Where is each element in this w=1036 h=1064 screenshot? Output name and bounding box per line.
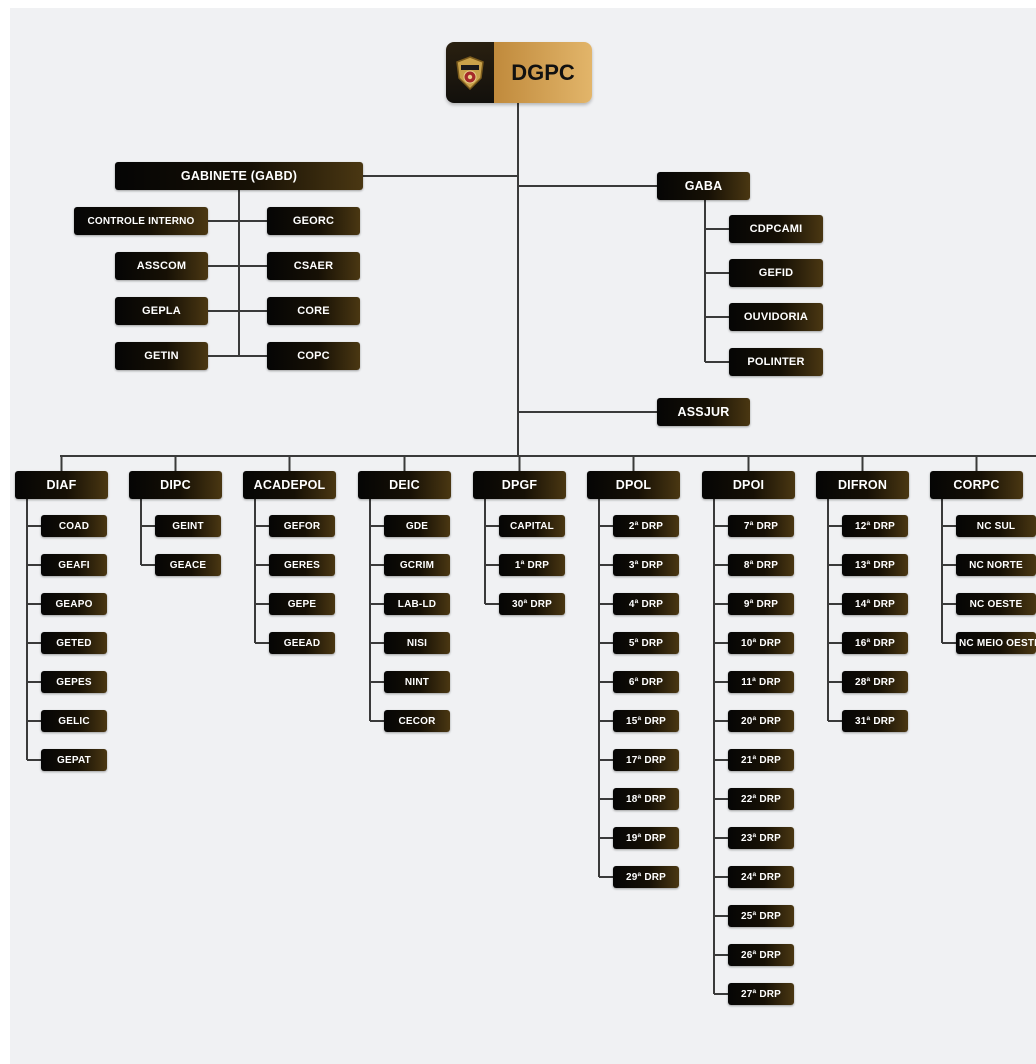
root-node-dgpc[interactable]: DGPC bbox=[446, 42, 592, 103]
police-badge-icon bbox=[446, 42, 494, 103]
subunit-cecor[interactable]: CECOR bbox=[384, 710, 450, 732]
division-diaf[interactable]: DIAF bbox=[15, 471, 108, 499]
subunit-geint[interactable]: GEINT bbox=[155, 515, 221, 537]
subunit-gcrim[interactable]: GCRIM bbox=[384, 554, 450, 576]
subunit-19-drp[interactable]: 19ª DRP bbox=[613, 827, 679, 849]
subunit-8-drp[interactable]: 8ª DRP bbox=[728, 554, 794, 576]
subunit-geted[interactable]: GETED bbox=[41, 632, 107, 654]
subunit-coad[interactable]: COAD bbox=[41, 515, 107, 537]
subunit-gde[interactable]: GDE bbox=[384, 515, 450, 537]
subunit-23-drp[interactable]: 23ª DRP bbox=[728, 827, 794, 849]
node-core[interactable]: CORE bbox=[267, 297, 360, 325]
subunit-gepat[interactable]: GEPAT bbox=[41, 749, 107, 771]
division-dpol[interactable]: DPOL bbox=[587, 471, 680, 499]
node-gepla[interactable]: GEPLA bbox=[115, 297, 208, 325]
subunit-15-drp[interactable]: 15ª DRP bbox=[613, 710, 679, 732]
node-asscom[interactable]: ASSCOM bbox=[115, 252, 208, 280]
division-dpgf[interactable]: DPGF bbox=[473, 471, 566, 499]
subunit-20-drp[interactable]: 20ª DRP bbox=[728, 710, 794, 732]
node-csaer[interactable]: CSAER bbox=[267, 252, 360, 280]
subunit-gefor[interactable]: GEFOR bbox=[269, 515, 335, 537]
subunit-21-drp[interactable]: 21ª DRP bbox=[728, 749, 794, 771]
subunit-17-drp[interactable]: 17ª DRP bbox=[613, 749, 679, 771]
node-ouvidoria[interactable]: OUVIDORIA bbox=[729, 303, 823, 331]
node-polinter[interactable]: POLINTER bbox=[729, 348, 823, 376]
subunit-4-drp[interactable]: 4ª DRP bbox=[613, 593, 679, 615]
subunit-28-drp[interactable]: 28ª DRP bbox=[842, 671, 908, 693]
node-assjur[interactable]: ASSJUR bbox=[657, 398, 750, 426]
subunit-13-drp[interactable]: 13ª DRP bbox=[842, 554, 908, 576]
subunit-nc-meio-oeste[interactable]: NC MEIO OESTE bbox=[956, 632, 1036, 654]
node-gefid[interactable]: GEFID bbox=[729, 259, 823, 287]
subunit-3-drp[interactable]: 3ª DRP bbox=[613, 554, 679, 576]
subunit-7-drp[interactable]: 7ª DRP bbox=[728, 515, 794, 537]
division-corpc[interactable]: CORPC bbox=[930, 471, 1023, 499]
subunit-geafi[interactable]: GEAFI bbox=[41, 554, 107, 576]
subunit-6-drp[interactable]: 6ª DRP bbox=[613, 671, 679, 693]
subunit-10-drp[interactable]: 10ª DRP bbox=[728, 632, 794, 654]
node-cdpcami[interactable]: CDPCAMI bbox=[729, 215, 823, 243]
node-gabinete-gabd[interactable]: GABINETE (GABD) bbox=[115, 162, 363, 190]
division-acadepol[interactable]: ACADEPOL bbox=[243, 471, 336, 499]
subunit-22-drp[interactable]: 22ª DRP bbox=[728, 788, 794, 810]
subunit-nc-oeste[interactable]: NC OESTE bbox=[956, 593, 1036, 615]
subunit-9-drp[interactable]: 9ª DRP bbox=[728, 593, 794, 615]
subunit-geres[interactable]: GERES bbox=[269, 554, 335, 576]
subunit-26-drp[interactable]: 26ª DRP bbox=[728, 944, 794, 966]
subunit-24-drp[interactable]: 24ª DRP bbox=[728, 866, 794, 888]
subunit-29-drp[interactable]: 29ª DRP bbox=[613, 866, 679, 888]
subunit-11-drp[interactable]: 11ª DRP bbox=[728, 671, 794, 693]
subunit-lab-ld[interactable]: LAB-LD bbox=[384, 593, 450, 615]
subunit-capital[interactable]: CAPITAL bbox=[499, 515, 565, 537]
connector-lines bbox=[26, 103, 1036, 995]
node-getin[interactable]: GETIN bbox=[115, 342, 208, 370]
subunit-geead[interactable]: GEEAD bbox=[269, 632, 335, 654]
node-gaba[interactable]: GABA bbox=[657, 172, 750, 200]
subunit-gepe[interactable]: GEPE bbox=[269, 593, 335, 615]
subunit-16-drp[interactable]: 16ª DRP bbox=[842, 632, 908, 654]
node-copc[interactable]: COPC bbox=[267, 342, 360, 370]
subunit-14-drp[interactable]: 14ª DRP bbox=[842, 593, 908, 615]
division-deic[interactable]: DEIC bbox=[358, 471, 451, 499]
division-dipc[interactable]: DIPC bbox=[129, 471, 222, 499]
subunit-2-drp[interactable]: 2ª DRP bbox=[613, 515, 679, 537]
subunit-gelic[interactable]: GELIC bbox=[41, 710, 107, 732]
node-georc[interactable]: GEORC bbox=[267, 207, 360, 235]
subunit-nisi[interactable]: NISI bbox=[384, 632, 450, 654]
subunit-nint[interactable]: NINT bbox=[384, 671, 450, 693]
subunit-18-drp[interactable]: 18ª DRP bbox=[613, 788, 679, 810]
subunit-30-drp[interactable]: 30ª DRP bbox=[499, 593, 565, 615]
subunit-1-drp[interactable]: 1ª DRP bbox=[499, 554, 565, 576]
subunit-geapo[interactable]: GEAPO bbox=[41, 593, 107, 615]
subunit-31-drp[interactable]: 31ª DRP bbox=[842, 710, 908, 732]
subunit-nc-sul[interactable]: NC SUL bbox=[956, 515, 1036, 537]
subunit-gepes[interactable]: GEPES bbox=[41, 671, 107, 693]
root-title: DGPC bbox=[494, 42, 592, 103]
subunit-nc-norte[interactable]: NC NORTE bbox=[956, 554, 1036, 576]
subunit-25-drp[interactable]: 25ª DRP bbox=[728, 905, 794, 927]
subunit-12-drp[interactable]: 12ª DRP bbox=[842, 515, 908, 537]
node-controle-interno[interactable]: CONTROLE INTERNO bbox=[74, 207, 208, 235]
subunit-5-drp[interactable]: 5ª DRP bbox=[613, 632, 679, 654]
division-dpoi[interactable]: DPOI bbox=[702, 471, 795, 499]
division-difron[interactable]: DIFRON bbox=[816, 471, 909, 499]
subunit-27-drp[interactable]: 27ª DRP bbox=[728, 983, 794, 1005]
subunit-geace[interactable]: GEACE bbox=[155, 554, 221, 576]
org-chart: DGPC GABINETE (GABD) CONTROLE INTERNO ASSC… bbox=[10, 8, 1036, 1064]
